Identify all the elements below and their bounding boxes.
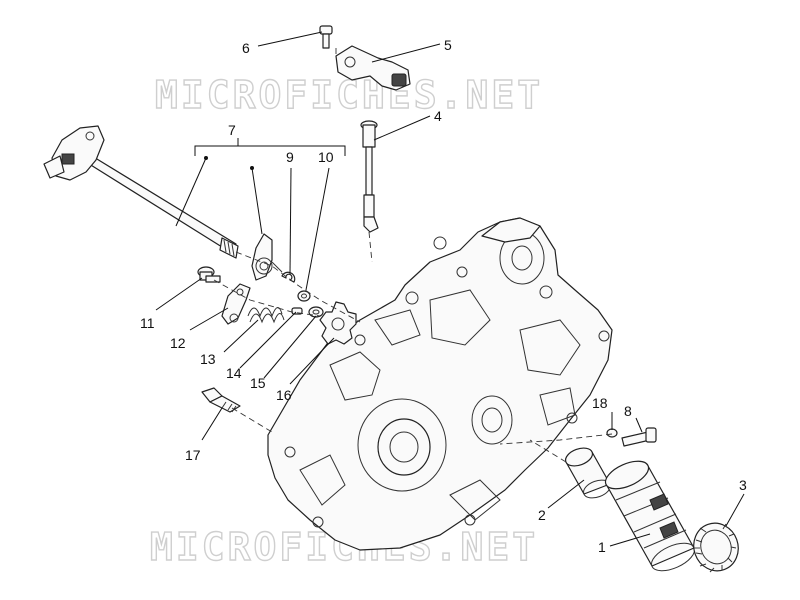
part-9-circlip	[281, 271, 296, 283]
callout-8: 8	[624, 403, 632, 419]
crankcase-drawing	[267, 217, 613, 551]
callout-1: 1	[598, 539, 606, 555]
leader-lines	[155, 31, 745, 547]
callout-10: 10	[318, 149, 334, 165]
part-12-plate	[221, 283, 251, 325]
part-15-washer	[308, 306, 324, 318]
part-8-bolt	[621, 427, 657, 447]
part-6-screw	[319, 25, 333, 49]
part-2-bushing	[564, 447, 611, 499]
callout-3: 3	[739, 477, 747, 493]
part-4-rod	[360, 120, 379, 233]
part-3-needle-bearing	[693, 522, 739, 573]
callout-12: 12	[170, 335, 186, 351]
part-7-shift-shaft	[43, 125, 239, 259]
watermark-top: MICROFICHES.NET	[155, 73, 543, 117]
part-7-spring	[251, 233, 283, 281]
part-11-bolt	[197, 266, 221, 283]
part-5-lever	[335, 45, 411, 91]
part-16-star-cam	[319, 301, 357, 345]
callout-9: 9	[286, 149, 294, 165]
part-10-washer	[297, 290, 311, 302]
callout-13: 13	[200, 351, 216, 367]
alignment-lines	[213, 48, 700, 549]
callout-5: 5	[444, 37, 452, 53]
callout-4: 4	[434, 108, 442, 124]
part-13-spring	[247, 307, 285, 324]
callout-16: 16	[276, 387, 292, 403]
part-17-stud	[201, 387, 241, 413]
callout-6: 6	[242, 40, 250, 56]
callout-7: 7	[228, 122, 236, 138]
callout-2: 2	[538, 507, 546, 523]
callout-labels: 6 5 4 7 9 10 11 12 13 14 15 16 17 18 8 3…	[140, 37, 747, 555]
part-1-shift-drum	[604, 460, 695, 572]
callout-17: 17	[185, 447, 201, 463]
part-18-washer	[606, 428, 618, 438]
callout-14: 14	[226, 365, 242, 381]
callout-11: 11	[140, 315, 155, 331]
callout-18: 18	[592, 395, 608, 411]
part-14-pin	[291, 307, 303, 315]
callout-15: 15	[250, 375, 266, 391]
